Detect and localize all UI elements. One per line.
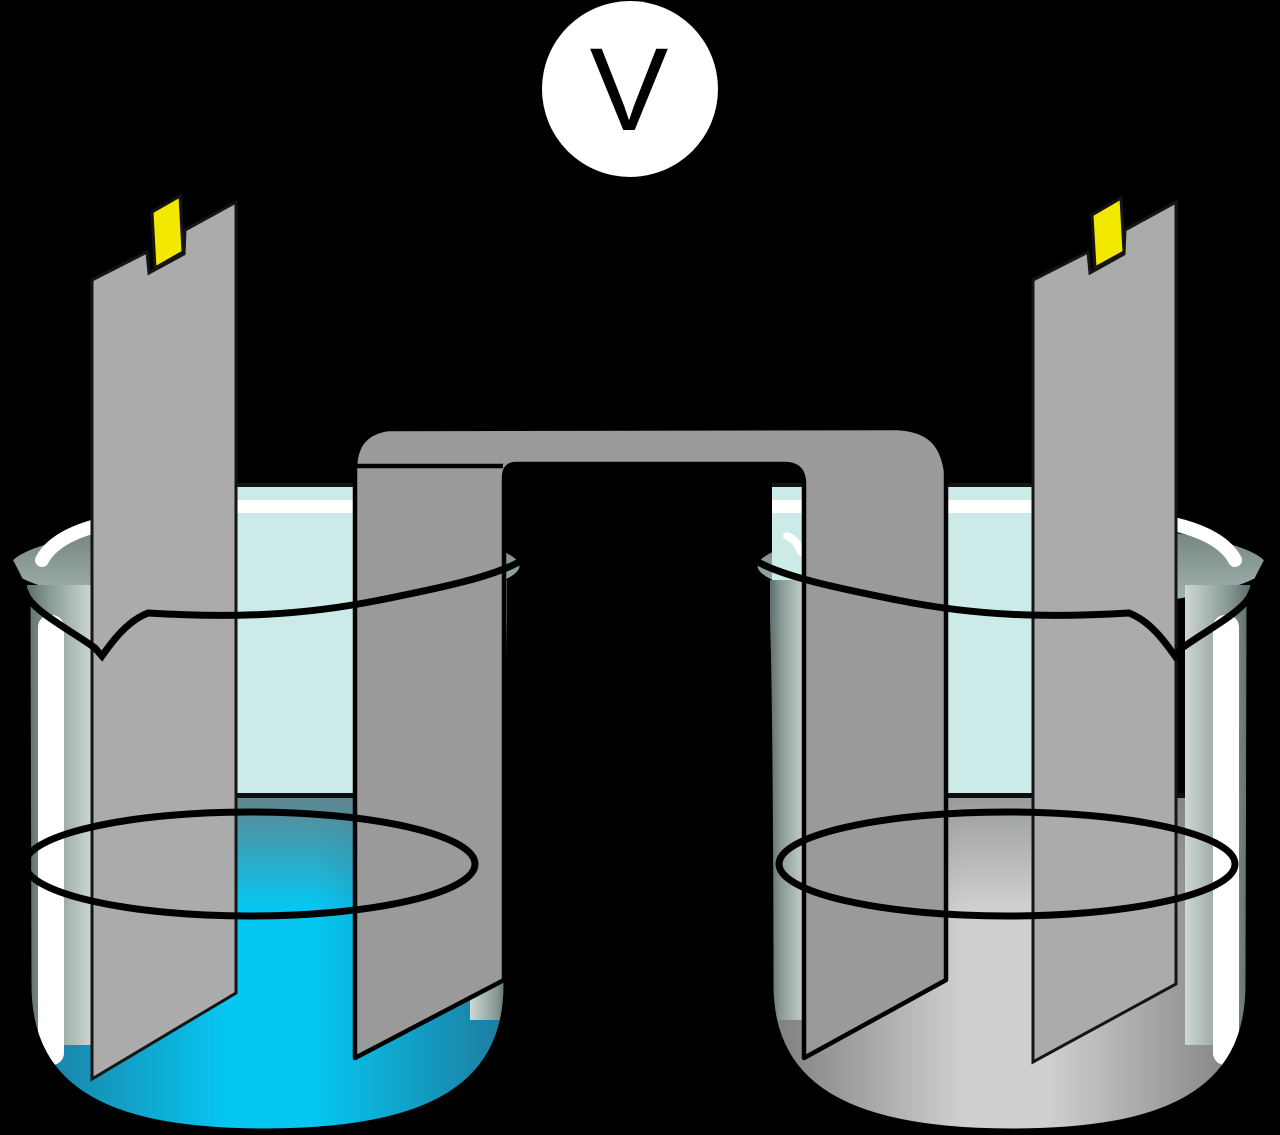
- left-beaker-rim-spout-outline: [4, 554, 523, 662]
- salt-bridge-body: [352, 425, 949, 1061]
- left-electrode: [90, 199, 238, 1082]
- right-solution-edge-line: [772, 793, 1249, 798]
- right-terminal-tab: [1090, 195, 1126, 271]
- right-rim-highlight-small: [783, 532, 805, 556]
- voltmeter: V: [542, 1, 718, 177]
- left-electrode-assembly: [90, 193, 238, 1082]
- right-beaker-outline: [754, 554, 1273, 1135]
- right-glass-wall-left: [770, 580, 807, 1020]
- left-terminal-tab: [150, 193, 185, 271]
- left-liquid-level-line: [21, 808, 479, 920]
- right-liquid-level-line: [775, 808, 1239, 920]
- right-beaker-rim-spout-outline: [754, 554, 1273, 662]
- left-beaker-outline: [4, 554, 523, 1135]
- right-electrode: [1031, 199, 1178, 1065]
- right-electrode-assembly: [1031, 195, 1178, 1065]
- left-surface-edge: [101, 483, 505, 487]
- right-glass-highlight: [1213, 615, 1239, 1065]
- left-solution-edge-line: [28, 793, 505, 798]
- salt-bridge: [352, 425, 949, 1061]
- right-surface-edge: [772, 483, 1176, 487]
- voltmeter-label: V: [590, 24, 669, 156]
- voltmeter-face: [542, 1, 718, 177]
- right-beaker-wall-outline: [762, 594, 1254, 1135]
